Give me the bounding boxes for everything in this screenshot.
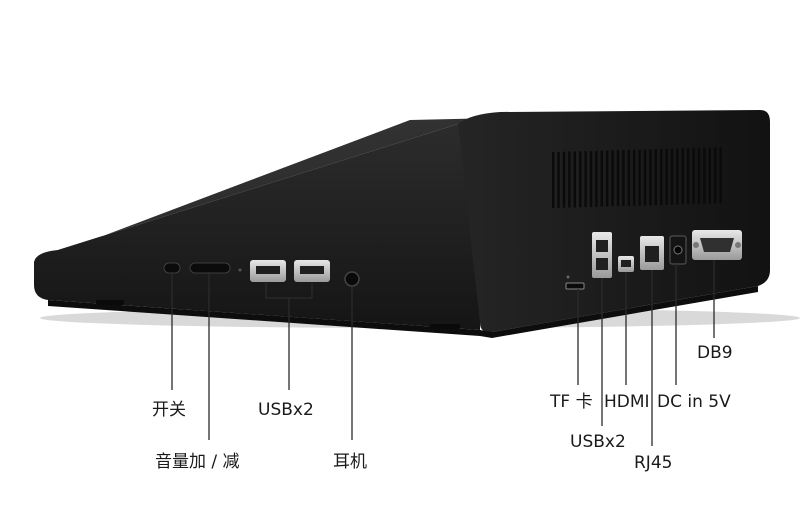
vent-slot (692, 148, 695, 205)
vent-slot (687, 148, 690, 205)
vent-slot (579, 151, 582, 208)
foot-right (430, 324, 460, 329)
side-led (566, 275, 570, 279)
hdmi-port-slot (621, 260, 631, 267)
vent-slot (584, 151, 587, 208)
vent-slot (697, 147, 701, 204)
label-dc-in: DC in 5V (657, 392, 731, 412)
vent-slot (595, 150, 598, 207)
power-button (163, 262, 181, 274)
db9-screw-right (735, 242, 741, 248)
db9-screw-left (693, 242, 699, 248)
device-front-face (34, 122, 482, 330)
vent-slot (676, 148, 679, 205)
device-side-face (458, 110, 770, 333)
vent-slot (714, 147, 717, 204)
vent-grille (552, 147, 722, 208)
volume-rocker (189, 262, 231, 274)
device-bottom-edge (48, 286, 758, 338)
rj45-port-slot (645, 246, 659, 262)
tf-card-slot (565, 282, 585, 290)
usb-port-side-slot-2 (596, 258, 608, 270)
vent-slot (600, 150, 603, 207)
usb-port-front-1-slot (256, 266, 280, 274)
label-hdmi: HDMI (604, 392, 650, 412)
vent-slot (606, 150, 609, 207)
vent-slot (681, 148, 684, 205)
label-tf-card: TF 卡 (550, 392, 593, 412)
leader-lines (171, 260, 715, 446)
label-earphone: 耳机 (333, 452, 367, 472)
vent-slot (562, 151, 566, 208)
vent-slot (708, 147, 711, 204)
label-volume: 音量加 / 减 (155, 452, 240, 472)
vent-slot (719, 147, 722, 204)
db9-port-connector (700, 238, 734, 252)
earphone-jack (344, 271, 360, 287)
vent-slot (568, 151, 571, 208)
vent-slot (654, 149, 657, 206)
label-usb-front: USBx2 (258, 400, 314, 420)
usb-port-front-2-slot (300, 266, 324, 274)
vent-slot (611, 150, 614, 207)
vent-slot (573, 151, 576, 208)
vent-slot (622, 150, 625, 207)
usb-port-side (592, 232, 612, 278)
label-db9: DB9 (697, 343, 733, 363)
usb-port-side-slot-1 (596, 240, 608, 252)
label-usb-side: USBx2 (570, 432, 626, 452)
vent-slot (633, 149, 636, 206)
vent-slot (670, 148, 674, 205)
vent-slot (649, 149, 652, 206)
vent-slot (703, 147, 706, 204)
vent-slot (643, 149, 647, 206)
foot-left (96, 300, 124, 305)
vent-slot (638, 149, 641, 206)
vent-slot (589, 150, 593, 207)
dc-in-port-hole (673, 245, 683, 255)
vent-slot (552, 152, 555, 208)
vent-slot (557, 151, 560, 208)
vent-slot (665, 148, 668, 205)
indicator-led (238, 268, 242, 272)
label-rj45: RJ45 (634, 453, 673, 473)
label-power: 开关 (152, 400, 186, 420)
vent-slot (627, 149, 630, 206)
vent-slot (616, 150, 620, 207)
vent-slot (660, 149, 663, 205)
